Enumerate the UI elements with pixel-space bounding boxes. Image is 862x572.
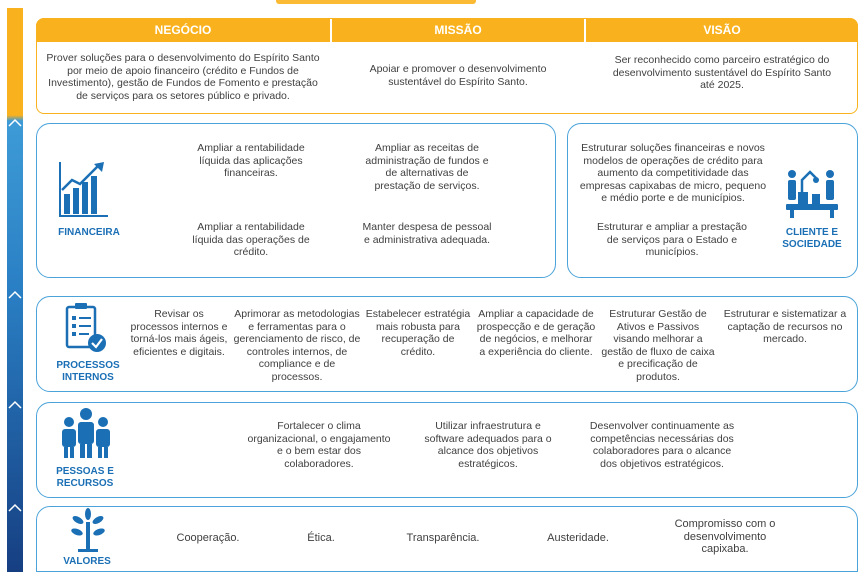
- pessoas-item: Utilizar infraestrutura e software adequ…: [424, 420, 552, 470]
- growth-chart-icon: [59, 162, 108, 217]
- processos-box: [36, 296, 858, 392]
- financeira-item: Ampliar a rentabilidade líquida das apli…: [197, 142, 305, 180]
- header-visao: VISÃO: [586, 18, 858, 42]
- checklist-icon: [65, 303, 106, 352]
- financeira-label: FINANCEIRA: [58, 227, 120, 238]
- missao-text: Apoiar e promover o desenvolvimento sust…: [369, 63, 547, 88]
- people-icon: [62, 408, 110, 458]
- cliente-label: CLIENTE E SOCIEDADE: [782, 227, 842, 250]
- financeira-box: [36, 123, 556, 278]
- valores-item: Compromisso com o desenvolvimento capixa…: [674, 518, 776, 556]
- processos-item: Estruturar e sistematizar a captação de …: [723, 308, 847, 346]
- financeira-item: Ampliar as receitas de administração de …: [365, 142, 489, 192]
- processos-item: Ampliar a capacidade de prospecção e de …: [476, 308, 596, 358]
- tree-icon: [71, 508, 105, 552]
- pessoas-item: Fortalecer o clima organizacional, o eng…: [247, 420, 391, 470]
- processos-item: Revisar os processos internos e torná-lo…: [130, 308, 228, 358]
- valores-item: Transparência.: [406, 532, 480, 544]
- valores-box: [36, 506, 858, 572]
- processos-label: PROCESSOS INTERNOS: [56, 360, 120, 383]
- pessoas-label: PESSOAS E RECURSOS: [56, 466, 114, 489]
- valores-item: Austeridade.: [547, 532, 609, 544]
- valores-label: VALORES: [63, 556, 111, 567]
- processos-item: Estruturar Gestão de Ativos e Passivos v…: [601, 308, 715, 383]
- left-arrow-bar: [7, 8, 23, 572]
- header-negocio: NEGÓCIO: [36, 18, 330, 42]
- cliente-item: Estruturar e ampliar a prestação de serv…: [597, 221, 747, 259]
- pessoas-box: [36, 402, 858, 498]
- processos-item: Aprimorar as metodologias e ferramentas …: [233, 308, 361, 383]
- valores-item: Ética.: [307, 532, 335, 544]
- title-strip: [36, 0, 858, 16]
- financeira-item: Manter despesa de pessoal e administrati…: [362, 221, 492, 246]
- cliente-item: Estruturar soluções financeiras e novos …: [579, 142, 767, 205]
- pessoas-item: Desenvolver continuamente as competência…: [589, 420, 735, 470]
- financeira-item: Ampliar a rentabilidade líquida das oper…: [192, 221, 310, 259]
- industry-workers-icon: [786, 170, 838, 218]
- processos-item: Estabelecer estratégia mais robusta para…: [365, 308, 471, 358]
- valores-item: Cooperação.: [176, 532, 240, 544]
- negocio-text: Prover soluções para o desenvolvimento d…: [46, 52, 320, 102]
- cliente-box: [567, 123, 858, 278]
- header-missao: MISSÃO: [332, 18, 584, 42]
- visao-text: Ser reconhecido como parceiro estratégic…: [612, 54, 832, 92]
